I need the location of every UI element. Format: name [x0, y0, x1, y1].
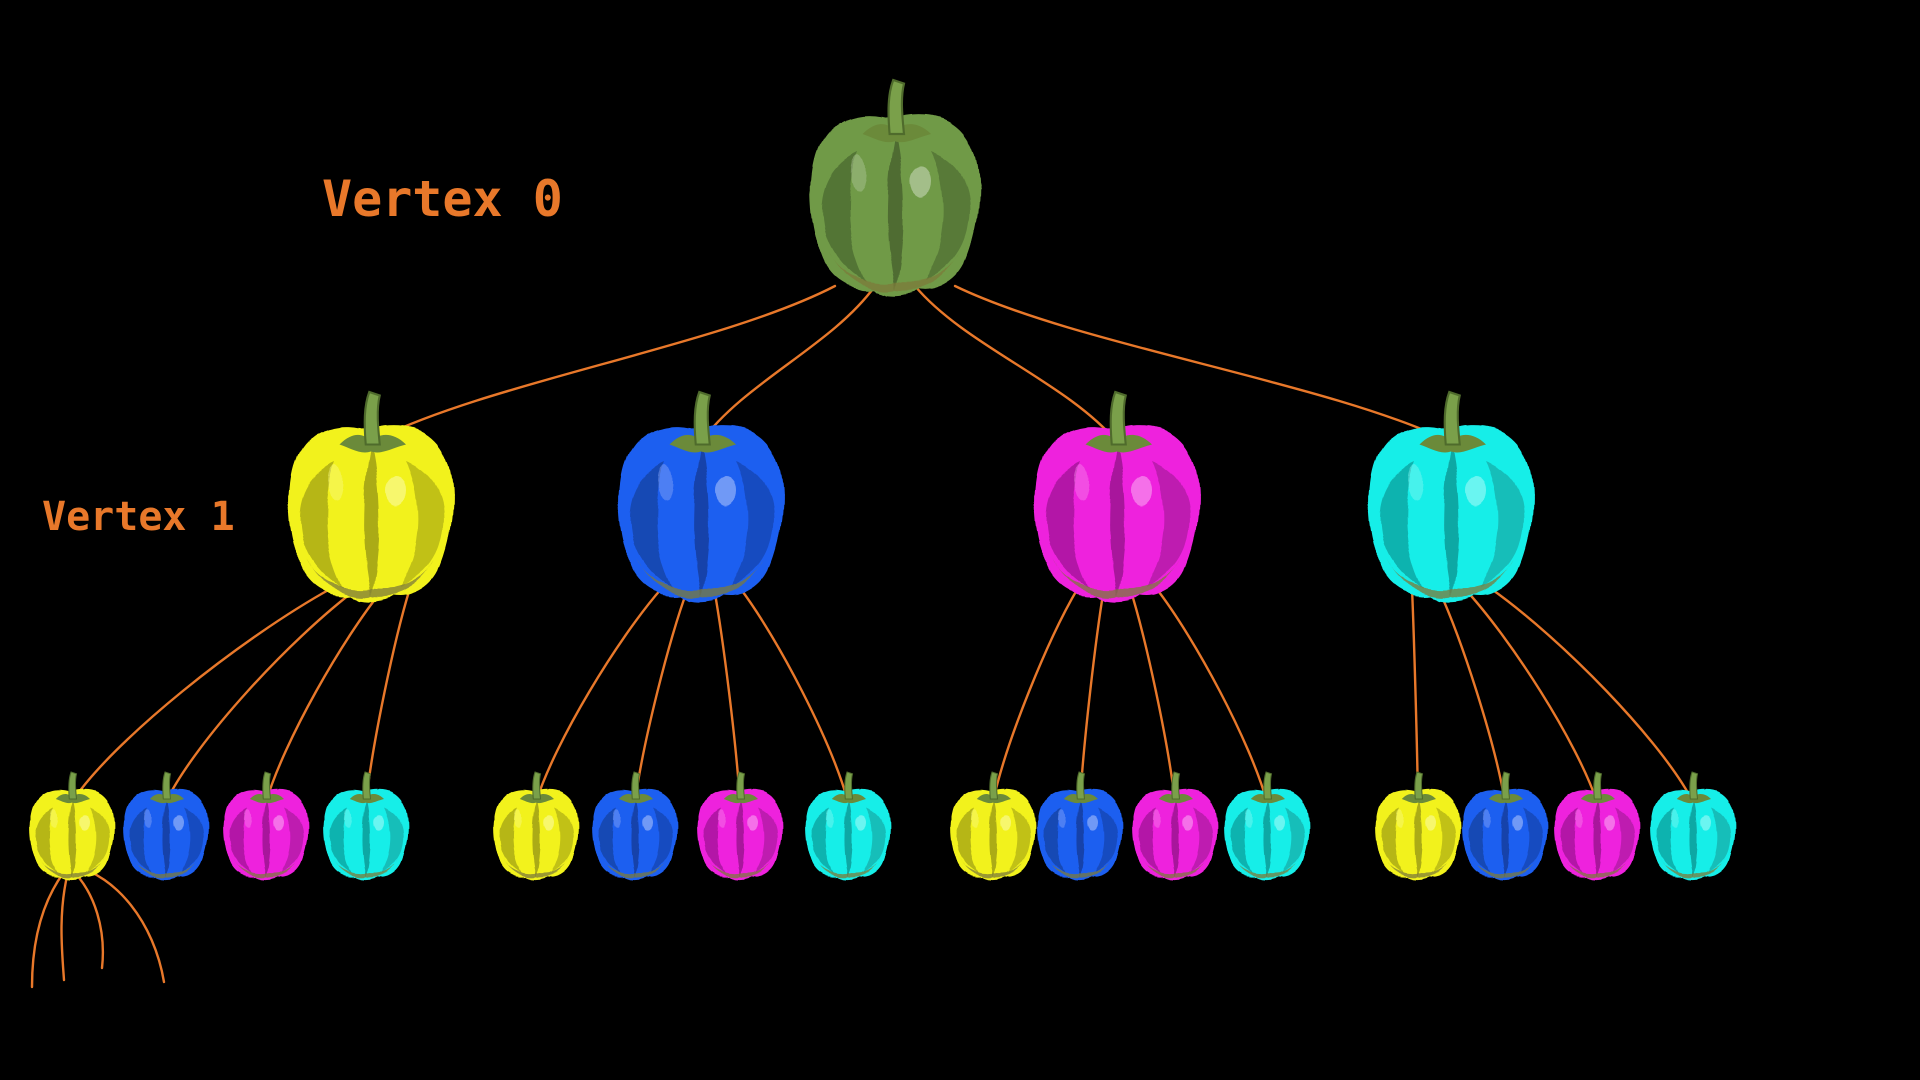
pepper-cyan — [1369, 390, 1533, 601]
stub-edge-2 — [60, 870, 70, 982]
pepper-blue-magenta — [698, 771, 782, 880]
edge-pepper-yellow-pepper-yellow-magenta — [264, 586, 386, 804]
edge-root-pepper-cyan — [953, 284, 1453, 444]
edge-root-pepper-blue — [699, 284, 877, 444]
edge-pepper-blue-pepper-blue-blue — [633, 586, 690, 804]
pepper-blue-cyan — [806, 771, 890, 880]
edge-pepper-magenta-pepper-magenta-blue — [1078, 586, 1106, 804]
edge-pepper-cyan-pepper-cyan-blue — [1436, 586, 1507, 804]
pepper-yellow — [289, 390, 453, 601]
edge-pepper-yellow-pepper-yellow-blue — [164, 586, 360, 804]
pepper-yellow-magenta — [224, 771, 308, 880]
stub-edge-3 — [68, 866, 104, 970]
edge-pepper-yellow-pepper-yellow-cyan — [364, 586, 412, 804]
pepper-magenta-magenta — [1133, 771, 1217, 880]
edge-root-pepper-magenta — [913, 284, 1119, 444]
pepper-cyan-cyan — [1651, 771, 1735, 880]
stub-edge-4 — [72, 864, 166, 984]
pepper-blue-blue — [593, 771, 677, 880]
pepper-magenta-cyan — [1225, 771, 1309, 880]
vertex-1-label: Vertex 1 — [42, 494, 235, 540]
edge-pepper-magenta-pepper-magenta-cyan — [1154, 586, 1269, 804]
edge-pepper-cyan-pepper-cyan-cyan — [1488, 586, 1695, 804]
pepper-blue — [619, 390, 783, 601]
pepper-blue-yellow — [494, 771, 578, 880]
edge-root-pepper-yellow — [369, 284, 837, 444]
edges — [30, 284, 1695, 989]
pepper-cyan-magenta — [1555, 771, 1639, 880]
edge-pepper-magenta-pepper-magenta-magenta — [1128, 586, 1177, 804]
nodes — [30, 78, 1735, 880]
pepper-yellow-cyan — [324, 771, 408, 880]
stub-edge-1 — [30, 870, 66, 989]
edge-pepper-yellow-pepper-yellow-yellow — [70, 586, 334, 804]
pepper-magenta-blue — [1038, 771, 1122, 880]
root-pepper — [811, 78, 979, 295]
pepper-yellow-yellow — [30, 771, 114, 880]
edge-pepper-cyan-pepper-cyan-yellow — [1410, 586, 1420, 804]
pepper-magenta-yellow — [951, 771, 1035, 880]
edge-pepper-blue-pepper-blue-yellow — [534, 586, 664, 804]
edge-pepper-blue-pepper-blue-magenta — [712, 586, 742, 804]
pepper-cyan-blue — [1463, 771, 1547, 880]
edge-pepper-blue-pepper-blue-cyan — [738, 586, 850, 804]
edge-pepper-cyan-pepper-cyan-magenta — [1462, 586, 1599, 804]
pepper-yellow-blue — [124, 771, 208, 880]
edge-pepper-magenta-pepper-magenta-yellow — [991, 586, 1080, 804]
vertex-0-label: Vertex 0 — [322, 170, 563, 228]
pepper-magenta — [1035, 390, 1199, 601]
pepper-cyan-yellow — [1376, 771, 1460, 880]
